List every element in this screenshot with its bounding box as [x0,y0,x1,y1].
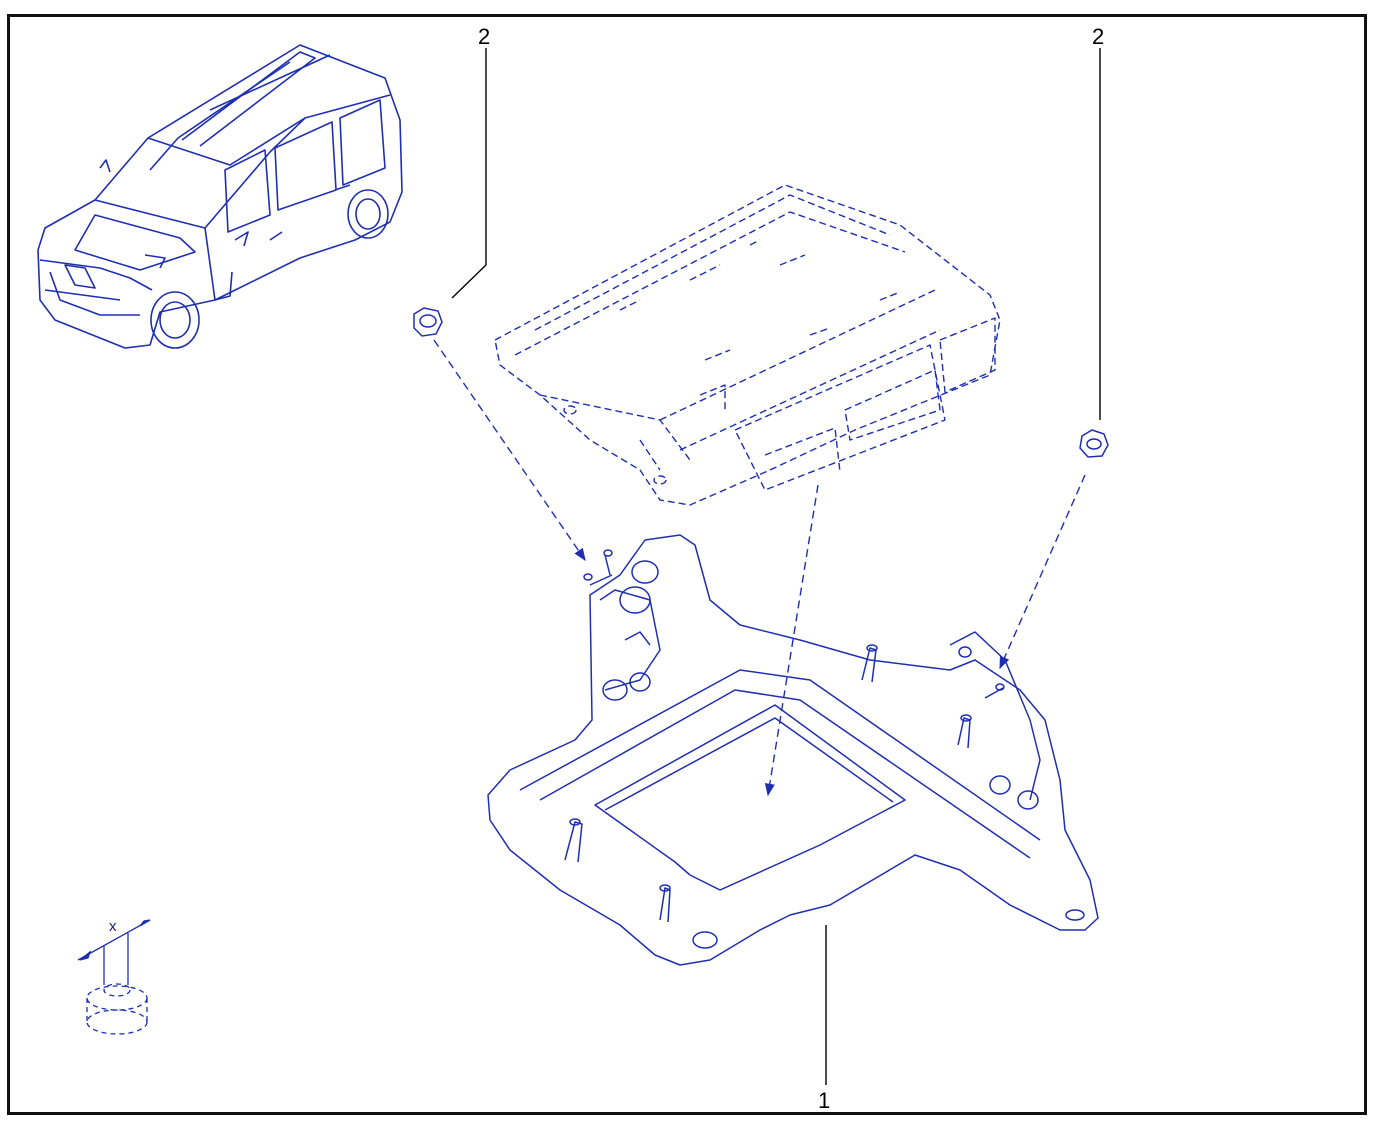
mounting-bracket [487,534,1099,966]
assembly-arrows [433,339,1086,797]
nut-dimension-detail [77,919,151,1035]
nut-right [1079,429,1109,458]
nut-left [413,307,443,337]
callout-leaders [451,48,1101,1085]
vehicle-illustration [37,44,403,349]
dimension-label: x [109,918,117,935]
diagram-frame [7,14,1367,1115]
callout-label-nut-left: 2 [478,24,491,49]
callout-label-nut-right: 2 [1092,24,1105,49]
callout-label-bracket: 1 [818,1088,831,1113]
ecu-module [494,184,1001,506]
